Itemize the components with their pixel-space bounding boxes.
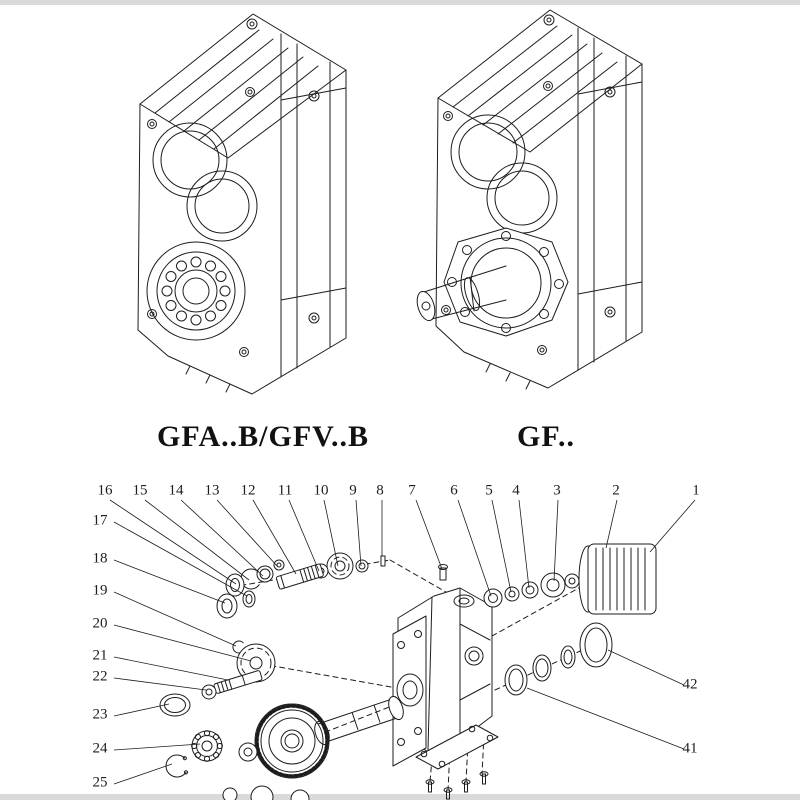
- callout-4: 4: [512, 482, 520, 499]
- leader-line-13: [216, 499, 279, 568]
- model-label-right: GF..: [517, 420, 575, 453]
- leader-line-22: [113, 677, 207, 691]
- housing: [392, 587, 493, 767]
- callout-13: 13: [204, 482, 220, 499]
- callout-8: 8: [376, 482, 384, 499]
- output-gear-set: [165, 695, 404, 800]
- callout-3: 3: [553, 482, 561, 499]
- callout-16: 16: [97, 482, 113, 499]
- callout-17: 17: [92, 512, 108, 529]
- leader-line-15: [144, 499, 250, 581]
- leader-line-10: [323, 499, 339, 567]
- leader-line-19: [113, 591, 237, 647]
- callout-25: 25: [92, 774, 108, 791]
- input-shaft-train: [216, 552, 386, 619]
- leader-line-21: [113, 656, 229, 681]
- leader-line-24: [113, 743, 201, 751]
- leader-line-25: [113, 763, 173, 785]
- leader-line-41: [526, 687, 685, 750]
- callout-21: 21: [92, 647, 108, 664]
- leader-line-14: [180, 499, 264, 577]
- output-flange: [443, 227, 569, 337]
- intermediate-gear-set: [159, 640, 276, 717]
- leader-line-5: [491, 499, 512, 593]
- page-edge-top: [0, 0, 800, 5]
- leader-line-4: [518, 499, 530, 589]
- callout-2: 2: [612, 482, 620, 499]
- leader-line-3: [553, 499, 559, 582]
- page-edge-bottom: [0, 794, 800, 800]
- leader-line-6: [457, 499, 492, 597]
- callout-5: 5: [485, 482, 493, 499]
- leader-line-1: [649, 499, 696, 553]
- callout-19: 19: [92, 582, 108, 599]
- callout-22: 22: [92, 668, 108, 685]
- gearbox-flange-drawing: [137, 13, 347, 395]
- callout-18: 18: [92, 550, 108, 567]
- leader-line-17: [113, 521, 248, 597]
- gearbox-shaft-drawing: [416, 9, 643, 390]
- leader-line-11: [288, 499, 320, 572]
- leader-line-23: [113, 703, 170, 717]
- leader-line-20: [113, 624, 252, 662]
- exploded-view-drawing: [159, 543, 657, 800]
- leader-line-18: [113, 559, 226, 604]
- callout-12: 12: [240, 482, 256, 499]
- pinion-shaft: [275, 563, 324, 590]
- callout-23: 23: [92, 706, 108, 723]
- callout-9: 9: [349, 482, 357, 499]
- output-bearing: [191, 730, 223, 762]
- bearing-detail: [146, 241, 246, 341]
- model-label-left: GFA..B/GFV..B: [157, 420, 369, 453]
- leader-line-2: [605, 499, 618, 549]
- callout-7: 7: [408, 482, 416, 499]
- leader-line-42: [607, 649, 685, 686]
- leader-line-12: [252, 499, 297, 575]
- output-shaft: [416, 265, 507, 322]
- callout-41: 41: [682, 740, 698, 757]
- callout-leader-lines: [109, 499, 696, 785]
- callout-10: 10: [313, 482, 329, 499]
- motor: [564, 543, 657, 615]
- leader-line-16: [109, 499, 237, 585]
- callout-42: 42: [682, 676, 698, 693]
- callout-11: 11: [277, 482, 293, 499]
- callout-24: 24: [92, 740, 108, 757]
- callout-6: 6: [450, 482, 458, 499]
- leader-line-9: [355, 499, 362, 567]
- callout-15: 15: [132, 482, 148, 499]
- seal-ring-set: [504, 622, 613, 696]
- callout-20: 20: [92, 615, 108, 632]
- callout-14: 14: [168, 482, 184, 499]
- callout-1: 1: [692, 482, 700, 499]
- intermediate-shaft: [213, 670, 263, 694]
- leader-line-7: [415, 499, 443, 570]
- gasket-and-bolts: [415, 724, 499, 800]
- input-side-parts: [438, 564, 566, 608]
